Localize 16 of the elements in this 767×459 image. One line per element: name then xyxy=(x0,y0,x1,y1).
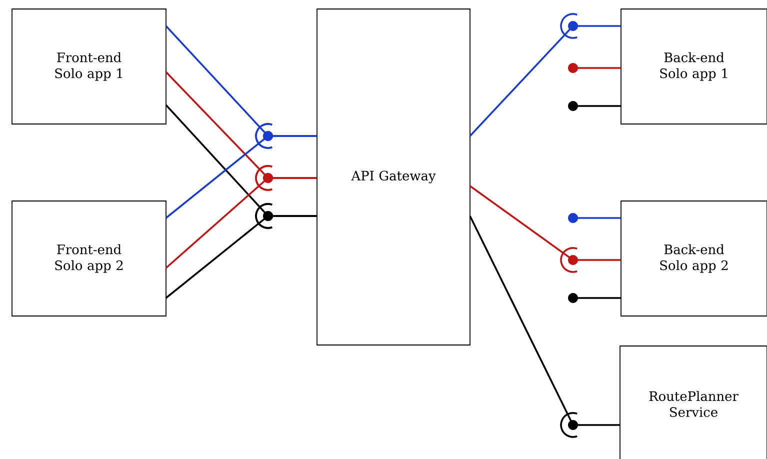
interface-connector xyxy=(568,293,621,303)
interface-connector xyxy=(568,63,621,73)
interface-connector xyxy=(469,215,621,438)
component-box: Back-end Solo app 1 xyxy=(620,8,767,124)
interface-connector xyxy=(469,185,622,273)
component-box: API Gateway xyxy=(316,8,470,346)
component-box: Front-end Solo app 1 xyxy=(12,8,166,124)
component-box: Front-end Solo app 2 xyxy=(12,200,166,316)
interface-connector xyxy=(568,213,621,223)
component-box: RoutePlanner Service xyxy=(620,346,767,459)
interface-connector xyxy=(165,165,318,269)
interface-connector xyxy=(165,123,318,219)
interface-connector xyxy=(165,203,318,299)
interface-connector xyxy=(469,13,622,137)
interface-connector xyxy=(568,101,621,111)
component-box: Back-end Solo app 2 xyxy=(620,200,767,316)
